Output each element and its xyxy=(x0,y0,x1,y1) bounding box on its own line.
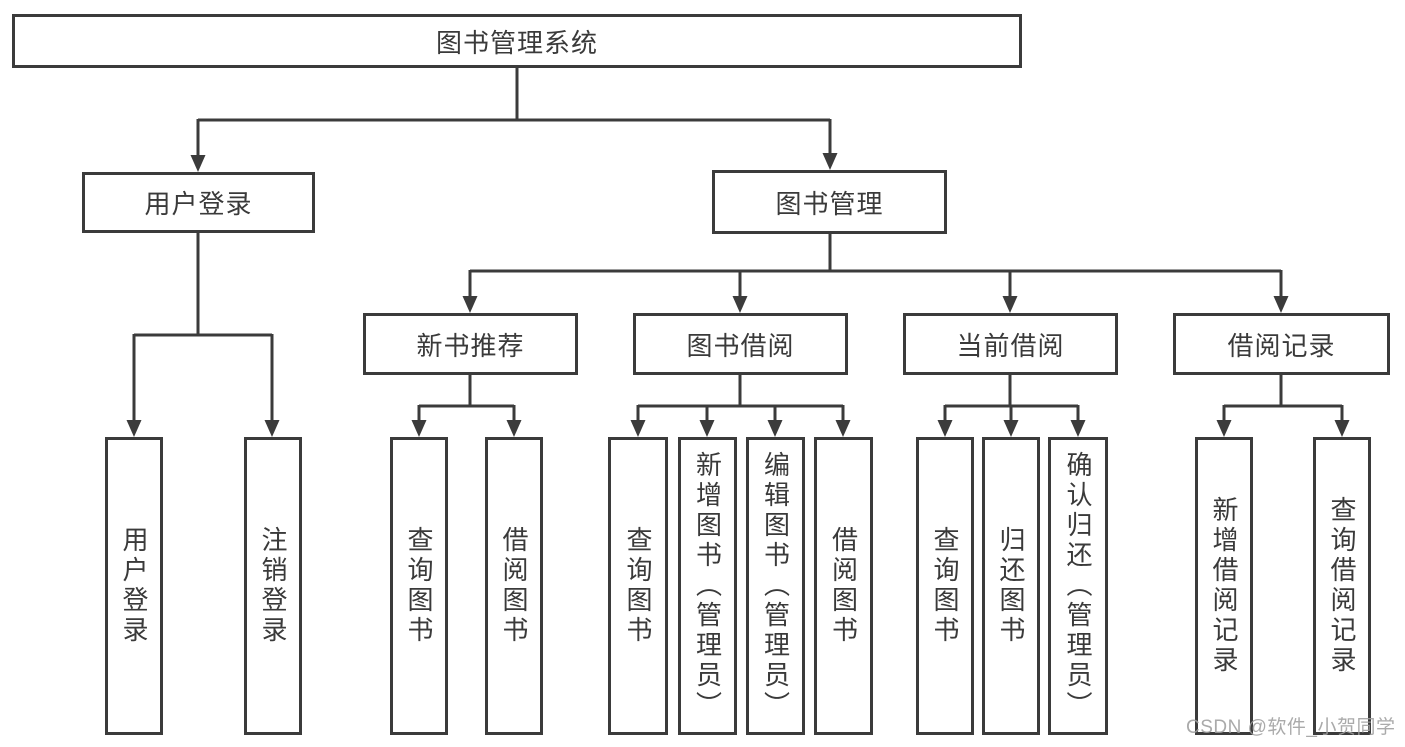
node-current-borrow-label: 当前借阅 xyxy=(956,330,1065,361)
leaf-edit-book-admin: 编辑图书（管理员） xyxy=(746,437,805,735)
csdn-watermark: CSDN @软件_小贺同学 xyxy=(1186,717,1396,738)
arrowhead-down-icon xyxy=(937,420,953,437)
leaf-logout: 注销登录 xyxy=(244,437,302,735)
node-book-management: 图书管理 xyxy=(712,170,947,234)
arrowhead-down-icon xyxy=(1070,420,1086,437)
node-user-login: 用户登录 xyxy=(82,172,315,233)
leaf-add-book-admin: 新增图书（管理员） xyxy=(678,437,737,735)
arrowhead-down-icon xyxy=(190,155,206,172)
arrowhead-down-icon xyxy=(411,420,427,437)
node-book-management-label: 图书管理 xyxy=(775,188,884,219)
arrowhead-down-icon xyxy=(767,420,783,437)
leaf-borrow-book-label: 借阅图书 xyxy=(828,526,859,646)
connector-userlogin-to-leaves xyxy=(126,233,280,437)
node-new-book-recommend-label: 新书推荐 xyxy=(416,330,525,361)
connector-bookmgmt-to-level3 xyxy=(462,234,1289,313)
leaf-user-login: 用户登录 xyxy=(105,437,163,735)
leaf-borrow-query-book: 查询图书 xyxy=(608,437,668,735)
leaf-query-borrow-record: 查询借阅记录 xyxy=(1313,437,1371,735)
connector-borrowrecords-to-leaves xyxy=(1216,375,1350,437)
arrowhead-down-icon xyxy=(699,420,715,437)
leaf-borrow-query-book-label: 查询图书 xyxy=(623,526,653,646)
leaf-return-book-label: 归还图书 xyxy=(996,526,1026,646)
leaf-user-login-label: 用户登录 xyxy=(119,526,149,646)
node-user-login-label: 用户登录 xyxy=(144,189,253,219)
arrowhead-down-icon xyxy=(630,420,646,437)
arrowhead-down-icon xyxy=(1003,420,1019,437)
arrowhead-down-icon xyxy=(506,420,522,437)
arrowhead-down-icon xyxy=(835,420,851,437)
leaf-current-query-book-label: 查询图书 xyxy=(930,526,960,646)
arrowhead-down-icon xyxy=(1334,420,1350,437)
node-book-borrow-label: 图书借阅 xyxy=(686,330,795,361)
leaf-current-query-book: 查询图书 xyxy=(916,437,974,735)
connector-bookborrow-to-leaves xyxy=(630,375,851,437)
arrowhead-down-icon xyxy=(462,296,478,313)
node-root-system: 图书管理系统 xyxy=(12,14,1022,68)
node-book-borrow: 图书借阅 xyxy=(633,313,848,375)
arrowhead-down-icon xyxy=(1216,420,1232,437)
leaf-add-borrow-record: 新增借阅记录 xyxy=(1195,437,1253,735)
leaf-add-book-admin-label: 新增图书（管理员） xyxy=(692,451,723,721)
connector-newbooks-to-leaves xyxy=(411,375,522,437)
leaf-return-book: 归还图书 xyxy=(982,437,1040,735)
leaf-newbooks-query-book: 查询图书 xyxy=(390,437,448,735)
leaf-confirm-return-admin: 确认归还（管理员） xyxy=(1048,437,1108,735)
node-root-label: 图书管理系统 xyxy=(435,27,598,58)
leaf-query-borrow-record-label: 查询借阅记录 xyxy=(1327,496,1357,676)
leaf-confirm-return-admin-label: 确认归还（管理员） xyxy=(1063,451,1093,721)
connector-currentborrow-to-leaves xyxy=(937,375,1086,437)
arrowhead-down-icon xyxy=(126,420,142,437)
node-current-borrow: 当前借阅 xyxy=(903,313,1118,375)
node-new-book-recommend: 新书推荐 xyxy=(363,313,578,375)
leaf-newbooks-borrow-book: 借阅图书 xyxy=(485,437,543,735)
arrowhead-down-icon xyxy=(264,420,280,437)
leaf-add-borrow-record-label: 新增借阅记录 xyxy=(1209,496,1239,676)
leaf-newbooks-query-book-label: 查询图书 xyxy=(404,526,434,646)
arrowhead-down-icon xyxy=(1002,296,1018,313)
connector-root-to-level2 xyxy=(190,68,838,172)
arrowhead-down-icon xyxy=(1273,296,1289,313)
arrowhead-down-icon xyxy=(822,153,838,170)
leaf-newbooks-borrow-book-label: 借阅图书 xyxy=(499,526,529,646)
leaf-edit-book-admin-label: 编辑图书（管理员） xyxy=(760,451,791,721)
leaf-logout-label: 注销登录 xyxy=(258,526,288,646)
node-borrow-records: 借阅记录 xyxy=(1173,313,1390,375)
node-borrow-records-label: 借阅记录 xyxy=(1227,330,1336,361)
arrowhead-down-icon xyxy=(732,296,748,313)
leaf-borrow-book: 借阅图书 xyxy=(814,437,873,735)
